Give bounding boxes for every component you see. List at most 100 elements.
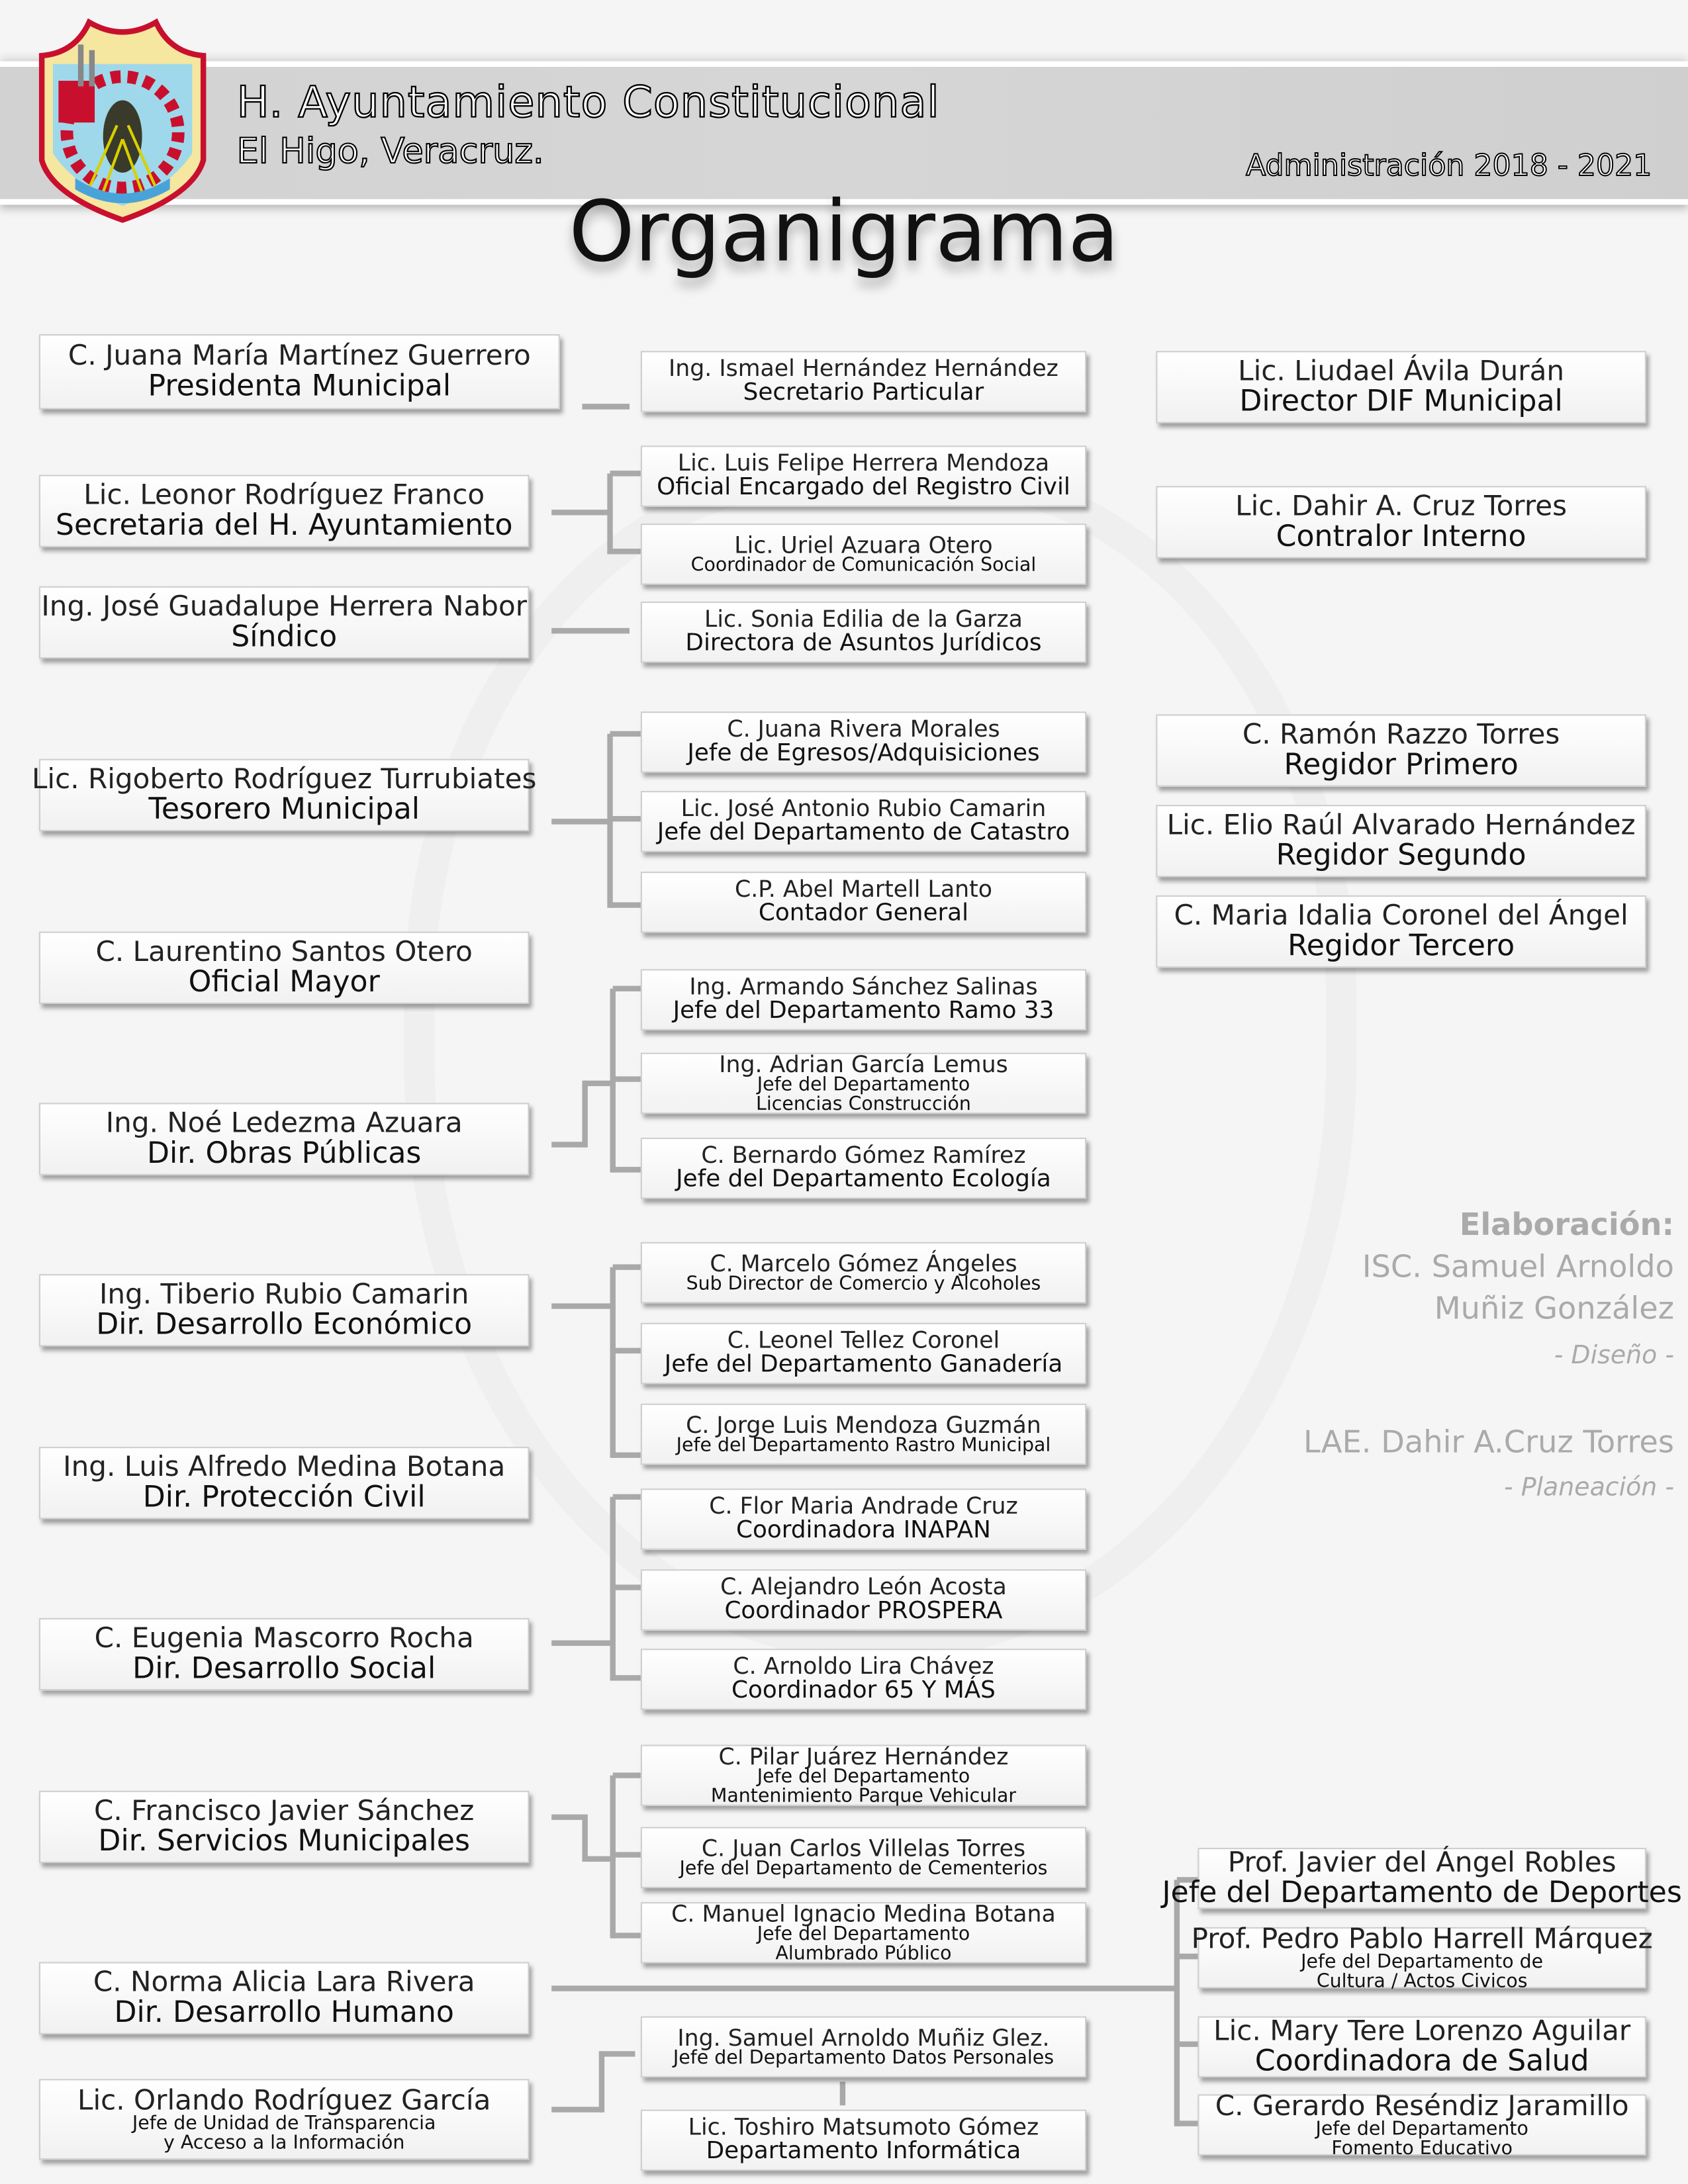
position-title: Oficial Mayor	[188, 966, 380, 999]
person-name: Lic. Mary Tere Lorenzo Aguilar	[1213, 2014, 1631, 2048]
person-name: C. Norma Alicia Lara Rivera	[93, 1965, 475, 1999]
person-name: C. Bernardo Gómez Ramírez	[701, 1142, 1026, 1169]
person-name: Ing. Noé Ledezma Azuara	[105, 1106, 463, 1140]
person-name: Ing. Luis Alfredo Medina Botana	[63, 1450, 506, 1484]
person-name: Lic. José Antonio Rubio Camarin	[680, 796, 1047, 823]
header-band	[0, 61, 1688, 205]
position-title: Regidor Tercero	[1288, 929, 1515, 963]
position-title-line: Cultura / Actos Civicos	[1316, 1970, 1528, 1992]
person-name: C. Juana María Martínez Guerrero	[68, 339, 531, 373]
person-name: C. Gerardo Reséndiz Jaramillo	[1215, 2089, 1629, 2122]
person-name: C. Pilar Juárez Hernández	[718, 1743, 1009, 1770]
position-title: Dir. Servicios Municipales	[98, 1825, 471, 1858]
position-title: Oficial Encargado del Registro Civil	[657, 473, 1070, 501]
person-name: Lic. Leonor Rodríguez Franco	[83, 478, 485, 512]
header-subtitle: El Higo, Veracruz.	[236, 130, 545, 172]
position-title: Coordinadora INAPAN	[735, 1516, 991, 1544]
position-title: Tesorero Municipal	[148, 793, 420, 827]
credits-designer-line2: Muñiz González	[1434, 1292, 1675, 1328]
position-title-line: Jefe del Departamento de	[1301, 1950, 1544, 1974]
person-name: C. Jorge Luis Mendoza Guzmán	[686, 1411, 1041, 1438]
person-name: C. Manuel Ignacio Medina Botana	[671, 1900, 1056, 1927]
credits-designer-line1: ISC. Samuel Arnoldo	[1362, 1250, 1675, 1285]
person-name: C. Eugenia Mascorro Rocha	[94, 1621, 474, 1655]
person-name: Lic. Luis Felipe Herrera Mendoza	[677, 450, 1050, 477]
position-title-line: Alumbrado Público	[775, 1942, 952, 1965]
position-title-line: Jefe del Departamento	[1315, 2118, 1528, 2140]
position-title-line: Jefe del Departamento Rastro Municipal	[676, 1433, 1051, 1457]
position-title: Coordinador 65 Y MÁS	[731, 1676, 996, 1704]
position-title: Regidor Segundo	[1276, 839, 1526, 873]
person-name: Prof. Javier del Ángel Robles	[1227, 1845, 1617, 1880]
person-name: C. Alejandro León Acosta	[720, 1574, 1007, 1601]
position-title: Dir. Desarrollo Social	[132, 1652, 436, 1686]
position-title: Coordinador PROSPERA	[724, 1596, 1003, 1625]
person-name: C. Maria Idalia Coronel del Ángel	[1174, 899, 1628, 933]
position-title: Jefe del Departamento Ramo 33	[673, 996, 1055, 1024]
person-name: C.P. Abel Martell Lanto	[734, 876, 992, 903]
municipal-shield-logo	[38, 18, 207, 223]
middle-position-box: Ing. Samuel Arnoldo Muñiz Glez.Jefe del …	[640, 2016, 1087, 2078]
header-title: H. Ayuntamiento Constitucional	[236, 77, 940, 129]
position-title: Presidenta Municipal	[148, 369, 451, 404]
person-name: Lic. Dahir A. Cruz Torres	[1235, 489, 1568, 523]
position-title: Dir. Protección Civil	[142, 1480, 426, 1515]
person-name: C. Arnoldo Lira Chávez	[733, 1653, 994, 1680]
position-title: Regidor Primero	[1284, 748, 1519, 782]
person-name: C. Juan Carlos Villelas Torres	[701, 1835, 1026, 1862]
person-name: C. Francisco Javier Sánchez	[94, 1794, 475, 1828]
position-title: Secretario Particular	[743, 378, 984, 406]
position-title: Contador General	[758, 899, 969, 927]
administration-period: Administración 2018 - 2021	[1245, 148, 1652, 183]
position-title: Síndico	[231, 620, 338, 654]
position-title-line: y Acceso a la Información	[164, 2131, 405, 2154]
position-title-line: Jefe del Departamento Datos Personales	[673, 2046, 1055, 2070]
position-title: Departamento Informática	[706, 2137, 1021, 2165]
position-title-line: Jefe del Departamento	[757, 1923, 970, 1946]
credits-planning-role: - Planeación -	[1503, 1473, 1675, 1503]
position-title-line: Mantenimiento Parque Vehicular	[710, 1784, 1017, 1807]
position-title: Contralor Interno	[1276, 520, 1526, 554]
position-title: Coordinadora de Salud	[1254, 2044, 1589, 2079]
person-name: Lic. Sonia Edilia de la Garza	[704, 606, 1023, 633]
position-title: Jefe del Departamento de Catastro	[657, 818, 1070, 846]
credits-planner: LAE. Dahir A.Cruz Torres	[1303, 1426, 1675, 1461]
person-name: Prof. Pedro Pablo Harrell Márquez	[1191, 1921, 1653, 1956]
person-name: Lic. Uriel Azuara Otero	[734, 531, 993, 558]
position-title-line: Jefe de Unidad de Transparencia	[132, 2112, 436, 2135]
person-name: Ing. Tiberio Rubio Camarin	[99, 1277, 469, 1311]
position-title-line: Sub Director de Comercio y Alcoholes	[686, 1272, 1041, 1295]
